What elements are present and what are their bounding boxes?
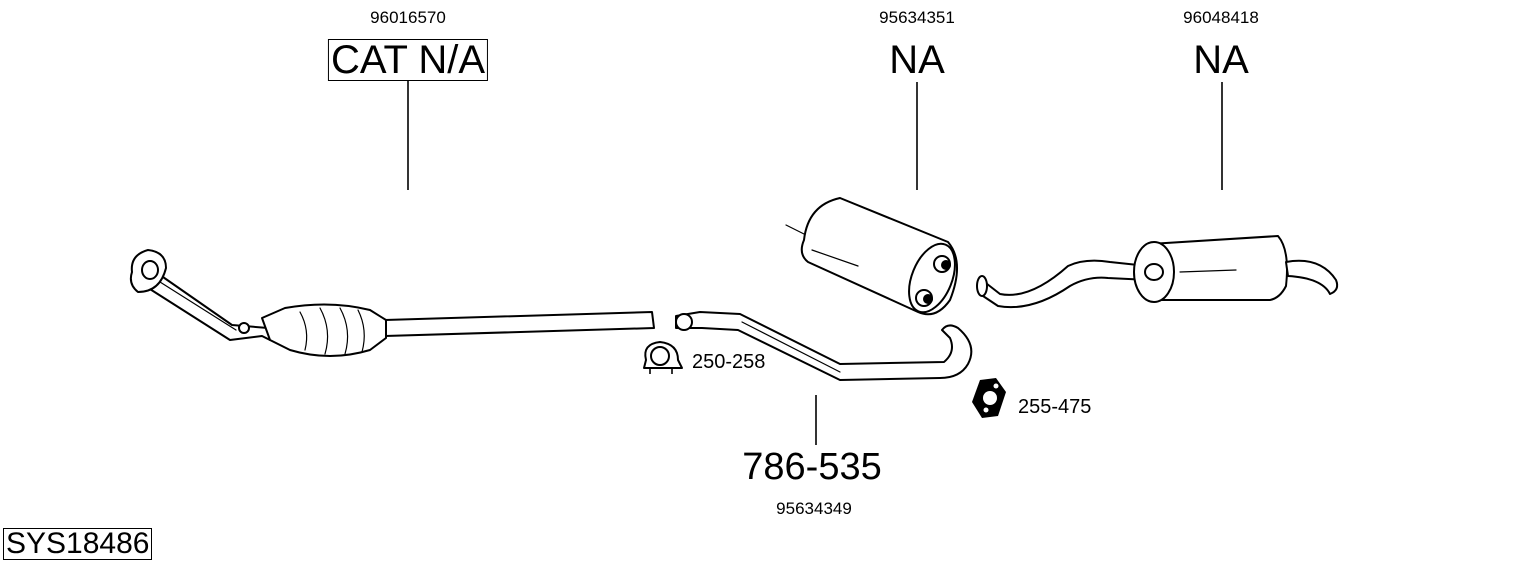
- system-id-label: SYS18486: [3, 528, 153, 560]
- middle-silencer-part[interactable]: [785, 197, 964, 319]
- part-label-middle-silencer[interactable]: NA: [889, 38, 945, 82]
- pipe-clamp-icon: [643, 341, 683, 374]
- part-label-rear-silencer[interactable]: NA: [1193, 38, 1249, 82]
- part-label-catalytic[interactable]: CAT N/A: [327, 39, 489, 81]
- part-number-rear-silencer: 96048418: [1183, 8, 1259, 27]
- part-number-middle-silencer: 95634351: [879, 8, 955, 27]
- part-label-intermediate-pipe[interactable]: 786-535: [742, 446, 882, 488]
- rear-silencer-part[interactable]: [976, 235, 1339, 309]
- accessory-label-mount[interactable]: 255-475: [1018, 396, 1092, 418]
- catalytic-converter-part[interactable]: [129, 249, 655, 357]
- accessory-label-clamp[interactable]: 250-258: [692, 351, 766, 373]
- rubber-mount-icon: [972, 378, 1006, 418]
- part-number-catalytic: 96016570: [370, 8, 446, 27]
- intermediate-pipe-part[interactable]: [675, 311, 973, 381]
- part-number-intermediate-pipe: 95634349: [776, 499, 852, 518]
